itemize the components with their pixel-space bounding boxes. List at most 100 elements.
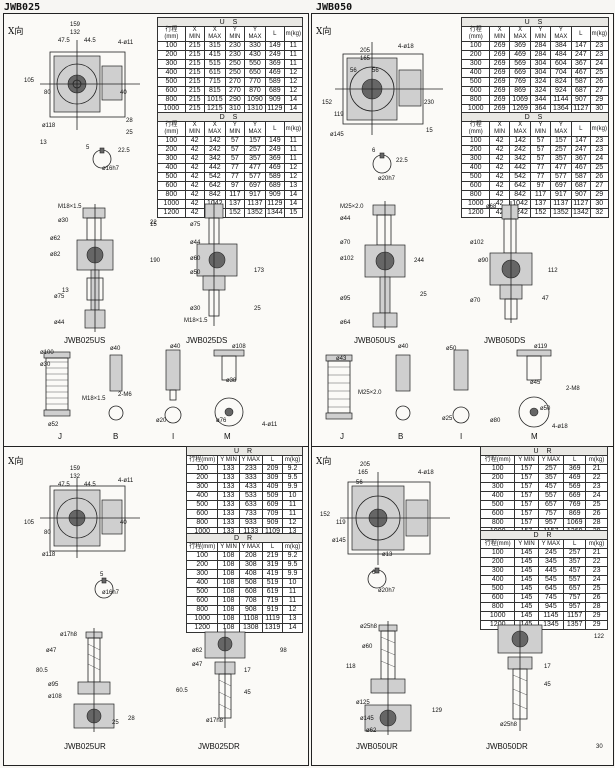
dimension-label: ø108: [48, 694, 62, 700]
table-header-cell: X MAX: [508, 121, 532, 137]
table-cell: 604: [549, 59, 573, 69]
table-cell: 357: [549, 154, 573, 164]
dimension-label: ø30: [190, 306, 201, 312]
dimension-label: 17: [544, 664, 551, 670]
table-cell: 1090: [243, 95, 267, 105]
table-cell: 133: [217, 491, 240, 501]
table-cell: 800: [185, 605, 219, 615]
dimension-label: ø145: [360, 716, 374, 722]
table-header-cell: Y MIN: [530, 121, 551, 137]
dimension-label: ø50: [540, 406, 551, 412]
table-cell: 157: [514, 518, 539, 528]
table-cell: 57: [224, 145, 245, 155]
caption-j: J: [58, 432, 62, 441]
table-cell: 57: [530, 136, 551, 146]
table-cell: 400: [157, 163, 186, 173]
table-cell: 800: [460, 190, 491, 200]
table-cell: 933: [238, 518, 263, 528]
table-cell: 9.2: [282, 464, 303, 474]
table-cell: 400: [479, 491, 516, 501]
table-cell: 42: [184, 136, 205, 146]
table-cell: 11: [282, 509, 303, 519]
table-header-cell: Y MAX: [537, 455, 565, 465]
table-cell: 550: [243, 59, 267, 69]
table-cell: 215: [184, 50, 205, 60]
table-cell: 769: [508, 77, 532, 87]
table-cell: 42: [489, 145, 510, 155]
dimension-label: ø62: [366, 728, 377, 734]
table-cell: 42: [184, 190, 205, 200]
table-cell: 908: [238, 605, 263, 615]
table-cell: 269: [489, 86, 510, 96]
table-cell: 509: [261, 491, 284, 501]
table-header-cell: X MIN: [489, 121, 510, 137]
table-cell: 519: [261, 578, 284, 588]
table-cell: 157: [243, 136, 267, 146]
table-header-cell: 行程(mm): [479, 539, 516, 549]
table-cell: 145: [514, 575, 539, 585]
table-cell: 633: [238, 500, 263, 510]
dimension-label: ø75: [54, 294, 65, 300]
table-cell: 645: [537, 584, 565, 594]
table-cell: 1119: [261, 614, 284, 624]
table-cell: 1342: [571, 208, 591, 218]
table-cell: 600: [185, 509, 219, 519]
table-cell: 300: [185, 482, 219, 492]
table-cell: 642: [203, 181, 226, 191]
table-cell: 442: [203, 163, 226, 173]
table-cell: 1015: [203, 95, 226, 105]
dimension-label: 25: [254, 306, 261, 312]
table-cell: 1129: [265, 199, 285, 209]
table-cell: 24: [589, 154, 610, 164]
dimension-label: ø40: [110, 346, 121, 352]
table-cell: 600: [157, 86, 186, 96]
table-cell: 97: [224, 181, 245, 191]
table-cell: 145: [514, 602, 539, 612]
dimension-label: ø95: [340, 296, 351, 302]
table-cell: 11: [282, 596, 303, 606]
table-cell: 12: [282, 605, 303, 615]
dimension-label: 205: [360, 48, 371, 54]
table-cell: 1145: [537, 611, 565, 621]
table-header-cell: X MAX: [508, 26, 532, 42]
table-cell: 208: [238, 551, 263, 561]
table-cell: 800: [157, 95, 186, 105]
dimension-label: ø44: [190, 240, 201, 246]
dimension-label: ø80: [490, 418, 501, 424]
caption-b: B: [113, 432, 119, 441]
table-cell: 800: [479, 518, 516, 528]
jwb050-accessory-m-drawing: [516, 349, 552, 428]
table-cell: 342: [508, 154, 532, 164]
table-header-cell: m(kg): [589, 121, 610, 137]
dimension-label: 80.5: [36, 668, 48, 674]
table-cell: 669: [508, 68, 532, 78]
table-cell: 600: [479, 509, 516, 519]
dimension-label: 205: [360, 462, 371, 468]
table-cell: 11: [283, 50, 304, 60]
table-cell: 117: [224, 190, 245, 200]
jwb050-top-view-drawing: [335, 42, 443, 135]
table-cell: 249: [265, 50, 285, 60]
table-cell: 11: [282, 500, 303, 510]
table-cell: 29: [585, 611, 608, 621]
dimension-label: ø44: [340, 216, 351, 222]
dimension-label: ø45: [530, 380, 541, 386]
x-view-label: X向: [8, 27, 24, 37]
caption-jwb025dr: JWB025DR: [198, 742, 240, 751]
table-cell: 367: [571, 154, 591, 164]
dimension-label: 165: [360, 56, 371, 62]
table-cell: 142: [508, 136, 532, 146]
table-cell: 100: [157, 136, 186, 146]
table-cell: 357: [243, 154, 267, 164]
